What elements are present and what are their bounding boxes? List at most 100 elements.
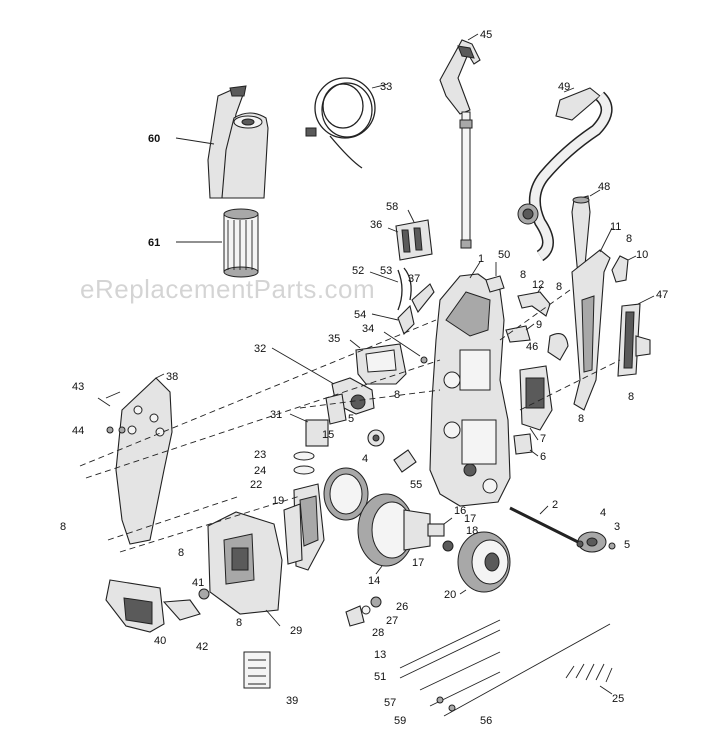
label-23: 23 <box>254 449 266 461</box>
part-46-nozzle[interactable] <box>547 333 569 361</box>
label-54: 54 <box>354 309 366 321</box>
label-40: 40 <box>154 635 166 647</box>
part-48-crevice-tool[interactable] <box>571 189 601 277</box>
part-13-51-57-59-56-rods[interactable] <box>399 619 611 717</box>
label-8-c: 8 <box>556 281 562 293</box>
part-61-filter[interactable] <box>176 208 259 278</box>
part-4-clip-upper[interactable] <box>367 429 385 447</box>
part-1-main-body[interactable] <box>429 261 511 507</box>
label-27: 27 <box>386 615 398 627</box>
part-54-switch[interactable] <box>371 304 415 335</box>
part-9-clip[interactable] <box>505 323 535 343</box>
label-42: 42 <box>196 641 208 653</box>
label-56: 56 <box>480 715 492 727</box>
label-3: 3 <box>614 521 620 533</box>
label-16: 16 <box>454 505 466 517</box>
label-17-b: 17 <box>412 557 424 569</box>
label-39: 39 <box>286 695 298 707</box>
part-41-knob[interactable] <box>198 588 210 600</box>
part-33-power-cord[interactable] <box>305 77 389 169</box>
part-55-board[interactable] <box>393 449 417 473</box>
label-57: 57 <box>384 697 396 709</box>
part-31-switch-board[interactable] <box>289 413 329 447</box>
part-35-tray[interactable] <box>349 339 407 385</box>
part-20-wheel[interactable] <box>457 531 511 595</box>
label-19: 19 <box>272 495 284 507</box>
part-34-screw[interactable] <box>383 331 428 364</box>
part-2-axle[interactable] <box>509 505 583 546</box>
label-53: 53 <box>380 265 392 277</box>
label-10: 10 <box>636 249 648 261</box>
label-48: 48 <box>598 181 610 193</box>
label-7: 7 <box>540 433 546 445</box>
part-42-latch[interactable] <box>162 599 201 621</box>
part-16-18-gears[interactable] <box>427 517 454 552</box>
label-4-a: 4 <box>362 453 368 465</box>
label-28: 28 <box>372 627 384 639</box>
part-10-clip[interactable] <box>611 255 637 283</box>
label-8-h: 8 <box>178 547 184 559</box>
part-23-24-washers[interactable] <box>293 451 315 475</box>
label-12: 12 <box>532 279 544 291</box>
part-25-screws[interactable] <box>565 663 613 695</box>
label-5-b: 5 <box>624 539 630 551</box>
part-26-28-brush-parts[interactable] <box>345 596 382 627</box>
part-39-exhaust-filter[interactable] <box>243 651 271 689</box>
label-60: 60 <box>148 133 160 145</box>
label-2: 2 <box>552 499 558 511</box>
label-44: 44 <box>72 425 84 437</box>
part-11-tool-holder[interactable] <box>571 227 613 411</box>
assembly-guide-lines <box>79 289 621 553</box>
part-60-dust-cup[interactable] <box>175 85 269 199</box>
part-40-brush-guard[interactable] <box>105 579 165 633</box>
label-11: 11 <box>610 221 621 233</box>
label-32: 32 <box>254 343 266 355</box>
label-8-b: 8 <box>520 269 526 281</box>
label-13: 13 <box>374 649 386 661</box>
part-6-pedal[interactable] <box>513 433 539 457</box>
label-58: 58 <box>386 201 398 213</box>
part-7-cover[interactable] <box>519 365 553 441</box>
part-47-upholstery-tool[interactable] <box>617 295 655 377</box>
part-3-wheel[interactable] <box>577 531 607 553</box>
label-38: 38 <box>166 371 178 383</box>
part-45-handle[interactable] <box>439 33 481 249</box>
label-36: 36 <box>370 219 382 231</box>
part-19-motor-cover[interactable] <box>283 503 303 565</box>
label-33: 33 <box>380 81 392 93</box>
label-18: 18 <box>466 525 478 537</box>
label-47: 47 <box>656 289 668 301</box>
part-52-53-cable[interactable] <box>369 267 412 311</box>
part-50-latch[interactable] <box>485 262 505 293</box>
label-9: 9 <box>536 319 542 331</box>
label-45: 45 <box>480 29 492 41</box>
label-29: 29 <box>290 625 302 637</box>
label-50: 50 <box>498 249 510 261</box>
label-15: 15 <box>322 429 334 441</box>
label-31: 31 <box>270 409 282 421</box>
part-14-motor-fan[interactable] <box>357 493 431 575</box>
part-4-washer[interactable] <box>576 540 584 548</box>
label-5-a: 5 <box>348 413 354 425</box>
label-8-i: 8 <box>236 617 242 629</box>
label-25: 25 <box>612 693 624 705</box>
part-15-bracket[interactable] <box>325 393 347 425</box>
label-59: 59 <box>394 715 406 727</box>
part-4-ring[interactable] <box>323 467 369 521</box>
part-49-hose[interactable] <box>517 87 613 262</box>
label-14: 14 <box>368 575 380 587</box>
label-8-a: 8 <box>626 233 632 245</box>
part-29-base-front[interactable] <box>207 511 283 627</box>
part-43-44-screws[interactable] <box>97 391 126 434</box>
label-8-e: 8 <box>628 391 634 403</box>
label-35: 35 <box>328 333 340 345</box>
label-46: 46 <box>526 341 538 353</box>
label-1: 1 <box>478 253 484 265</box>
label-17-a: 17 <box>464 513 476 525</box>
part-37-lever[interactable] <box>411 283 435 314</box>
part-58-36-filter-housing[interactable] <box>387 209 433 261</box>
watermark-text: eReplacementParts.com <box>80 274 375 304</box>
label-24: 24 <box>254 465 266 477</box>
part-5-screw[interactable] <box>608 542 616 550</box>
part-labels: 60 61 33 45 49 48 58 36 11 8 10 50 1 52 … <box>60 29 668 727</box>
